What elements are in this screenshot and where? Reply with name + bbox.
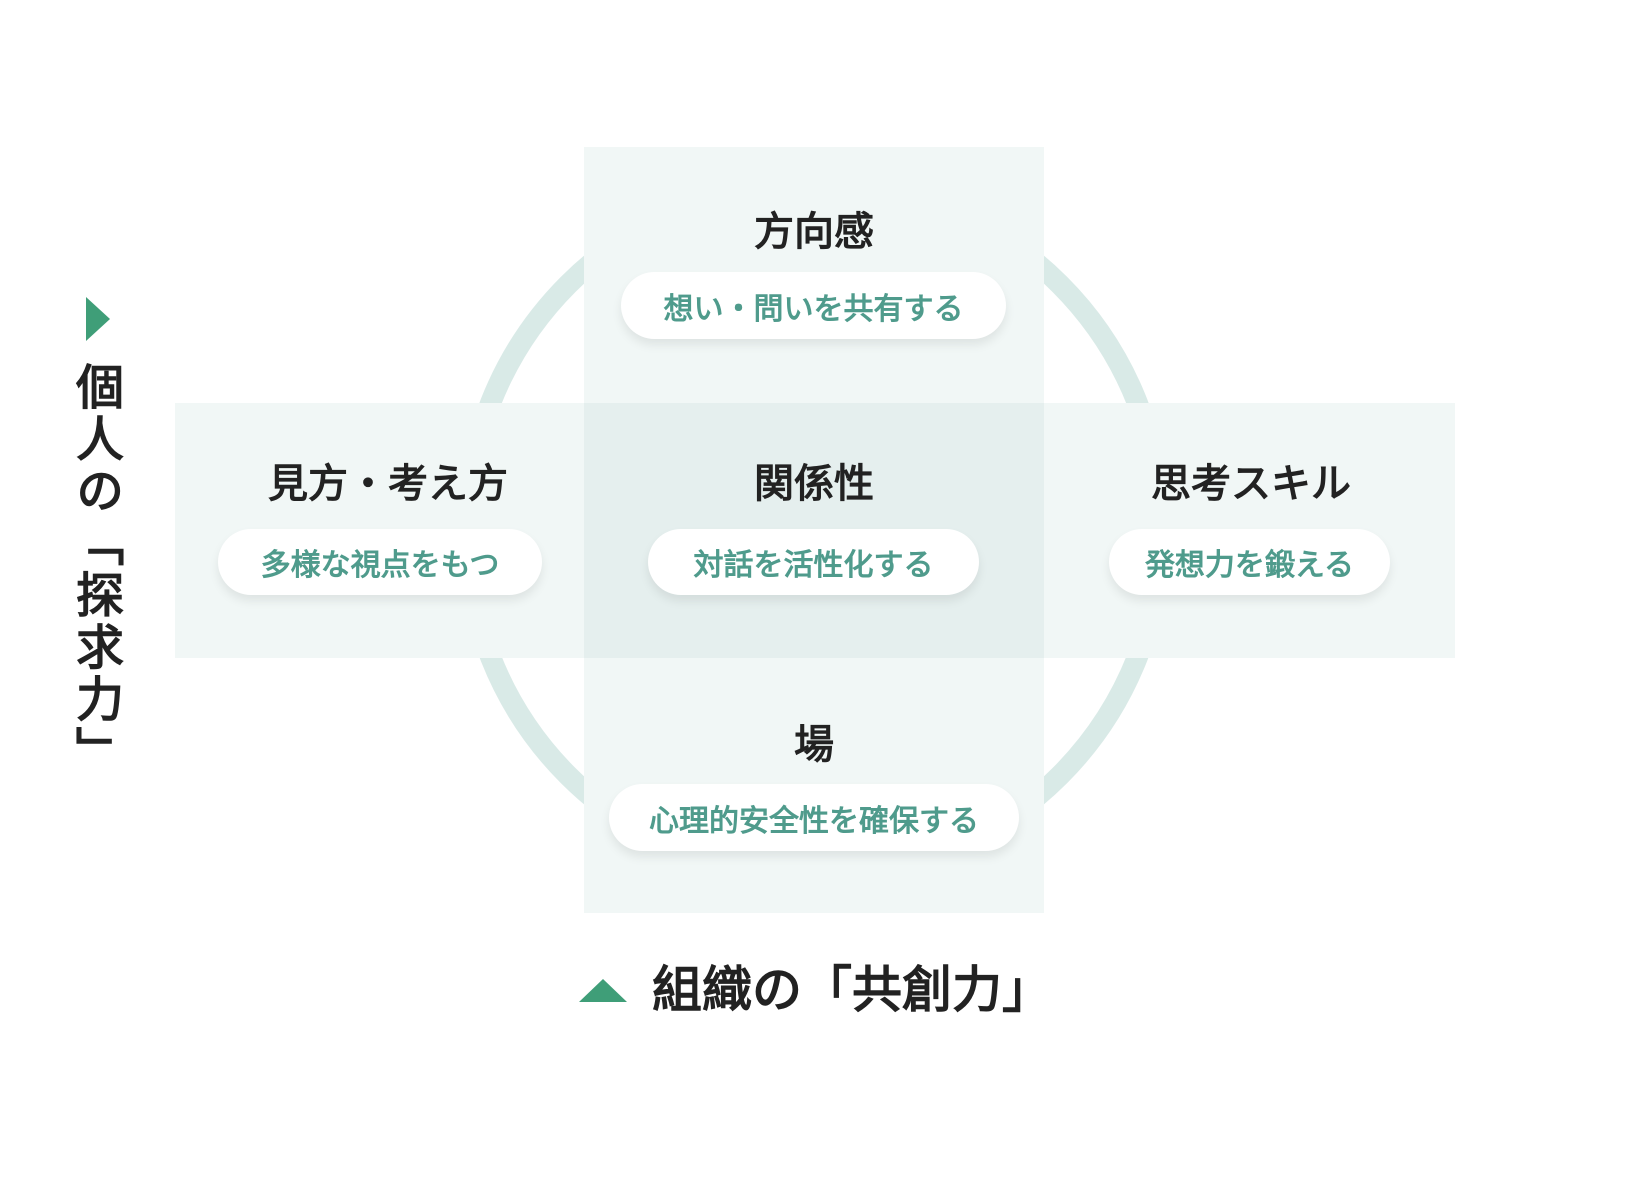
center-title: 関係性 xyxy=(754,461,874,507)
left-title: 見方・考え方 xyxy=(268,461,508,507)
right-title: 思考スキル xyxy=(1151,461,1351,507)
right-action-pill: 発想力を鍛える xyxy=(1109,529,1390,595)
triangle-up-icon xyxy=(579,979,627,1002)
bottom-title: 場 xyxy=(794,722,834,768)
vertical-axis-label: 個人の「探求力」 xyxy=(67,362,123,778)
center-action-pill: 対話を活性化する xyxy=(648,529,979,595)
horizontal-axis-label: 組織の「共創力」 xyxy=(652,961,1052,1019)
left-action-pill: 多様な視点をもつ xyxy=(218,529,542,595)
triangle-right-icon xyxy=(86,297,110,341)
top-title: 方向感 xyxy=(754,209,874,255)
top-action-pill: 想い・問いを共有する xyxy=(621,272,1006,339)
bottom-action-pill: 心理的安全性を確保する xyxy=(609,784,1019,851)
